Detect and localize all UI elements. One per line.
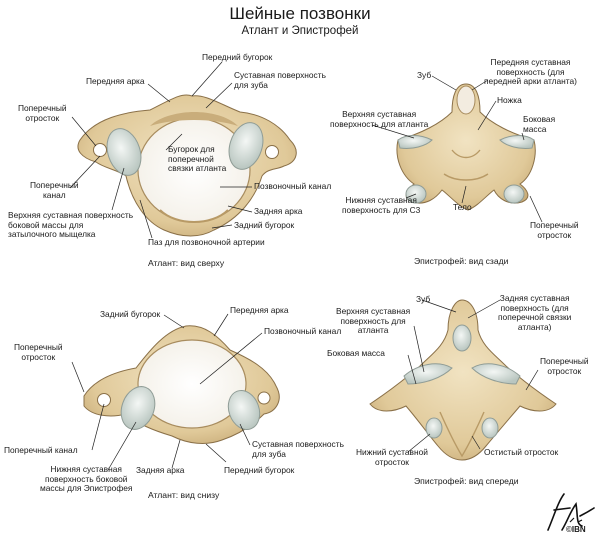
label-posterior-arch-bottom: Задняя арка bbox=[136, 465, 185, 475]
label-superior-facet-axis: Верхняя суставная поверхность для атлант… bbox=[330, 109, 429, 129]
label-dens-front: Зуб bbox=[416, 294, 431, 304]
label-transverse-foramen-bottom: Поперечный канал bbox=[4, 445, 78, 455]
label-posterior-arch-top: Задняя арка bbox=[254, 206, 303, 216]
label-anterior-arch-top: Передняя арка bbox=[86, 76, 145, 86]
label-transverse-process-back: Поперечный отросток bbox=[530, 220, 579, 240]
label-dens-facet-bottom: Суставная поверхность для зуба bbox=[252, 439, 344, 459]
publisher-mark: ©IBN bbox=[566, 525, 586, 534]
label-posterior-tubercle-top: Задний бугорок bbox=[234, 220, 295, 230]
label-superior-facet-front: Верхняя суставная поверхность для атлант… bbox=[336, 306, 411, 336]
label-dens-back: Зуб bbox=[417, 70, 432, 80]
label-vertebral-artery-groove: Паз для позвоночной артерии bbox=[148, 237, 265, 247]
axis-front-view bbox=[369, 299, 557, 461]
atlas-top-view bbox=[77, 94, 297, 237]
label-anterior-tubercle-bottom: Передний бугорок bbox=[224, 465, 295, 475]
axis-back-view bbox=[396, 83, 536, 211]
atlas-bottom-view bbox=[83, 325, 280, 444]
label-vertebral-canal-bottom: Позвоночный канал bbox=[264, 326, 342, 336]
caption-atlas-bottom: Атлант: вид снизу bbox=[148, 490, 220, 500]
label-inferior-articular-process: Нижний суставной отросток bbox=[356, 447, 428, 467]
page-subtitle: Атлант и Эпистрофей bbox=[241, 25, 359, 37]
label-pedicle: Ножка bbox=[497, 95, 522, 105]
label-spinous-process: Остистый отросток bbox=[484, 447, 559, 457]
leader-lines bbox=[69, 61, 543, 471]
label-anterior-facet-axis: Передняя суставная поверхность (для пере… bbox=[484, 57, 577, 87]
label-posterior-tubercle-bottom: Задний бугорок bbox=[100, 309, 161, 319]
label-transverse-foramen-top: Поперечный канал bbox=[30, 180, 79, 200]
caption-atlas-top: Атлант: вид сверху bbox=[148, 258, 225, 268]
label-body: Тело bbox=[453, 202, 472, 212]
label-anterior-arch-bottom: Передняя арка bbox=[230, 305, 289, 315]
label-transverse-process-front: Поперечный отросток bbox=[540, 356, 589, 376]
label-ligament-tubercle: Бугорок для поперечной связки атланта bbox=[168, 144, 227, 174]
caption-axis-front: Эпистрофей: вид спереди bbox=[414, 476, 519, 486]
label-transverse-process-bottom: Поперечный отросток bbox=[14, 342, 63, 362]
label-lateral-mass-back: Боковая масса bbox=[523, 114, 556, 134]
label-superior-facet-atlas: Верхняя суставная поверхность боковой ма… bbox=[8, 210, 134, 240]
label-lateral-mass-front: Боковая масса bbox=[327, 348, 385, 358]
label-vertebral-canal-top: Позвоночный канал bbox=[254, 181, 332, 191]
caption-axis-back: Эпистрофей: вид сзади bbox=[414, 256, 509, 266]
label-dens-facet-top: Суставная поверхность для зуба bbox=[234, 70, 326, 90]
label-anterior-tubercle-top: Передний бугорок bbox=[202, 52, 273, 62]
label-transverse-process-top: Поперечный отросток bbox=[18, 103, 67, 123]
page-title: Шейные позвонки bbox=[229, 4, 371, 23]
label-inferior-facet-c3: Нижняя суставная поверхность для C3 bbox=[342, 195, 421, 215]
netter-signature bbox=[547, 493, 595, 531]
label-inferior-facet-atlas: Нижняя суставная поверхность боковой мас… bbox=[40, 464, 133, 494]
label-posterior-facet-axis: Задняя суставная поверхность (для попере… bbox=[498, 293, 572, 332]
